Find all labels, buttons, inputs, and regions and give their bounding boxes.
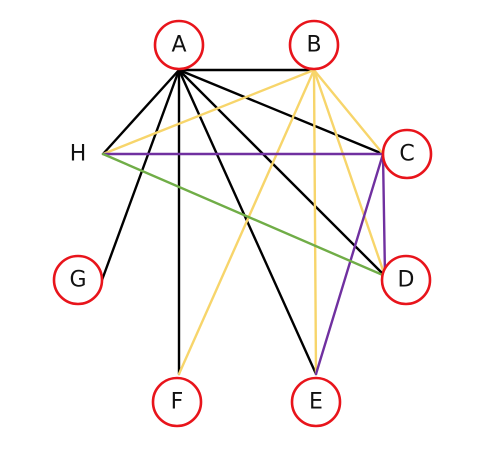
node-e: E xyxy=(290,376,342,428)
node-label: A xyxy=(171,33,186,58)
edge-a-d xyxy=(177,68,387,278)
node-label: H xyxy=(70,142,87,167)
node-ring xyxy=(380,254,432,306)
edge-b-f xyxy=(177,68,316,376)
node-a: A xyxy=(153,19,205,71)
edge-a-h xyxy=(101,68,181,156)
edge-a-c xyxy=(177,68,385,156)
edge-a-g xyxy=(100,68,181,282)
node-ring xyxy=(381,128,433,180)
node-b: B xyxy=(288,19,340,71)
node-ring xyxy=(290,376,342,428)
node-label: E xyxy=(309,390,323,415)
edge-h-d xyxy=(101,152,387,278)
edge-c-e xyxy=(314,152,385,376)
node-ring xyxy=(153,19,205,71)
node-ring xyxy=(151,376,203,428)
node-ring xyxy=(52,254,104,306)
edge-b-c xyxy=(312,68,385,156)
node-label: F xyxy=(171,390,184,415)
node-label: G xyxy=(69,268,86,293)
node-d: D xyxy=(380,254,432,306)
nodes-layer: A B C D E F G H xyxy=(52,19,433,428)
node-ring xyxy=(288,19,340,71)
edge-b-d xyxy=(312,68,387,278)
edges-layer xyxy=(100,68,387,376)
edge-c-d xyxy=(381,152,387,278)
edge-b-e xyxy=(312,68,318,376)
node-h: H xyxy=(70,142,87,167)
node-label: B xyxy=(306,33,321,58)
node-f: F xyxy=(151,376,203,428)
node-g: G xyxy=(52,254,104,306)
node-label: D xyxy=(398,268,415,293)
node-label: C xyxy=(399,142,414,167)
edge-b-h xyxy=(101,68,316,156)
node-c: C xyxy=(381,128,433,180)
